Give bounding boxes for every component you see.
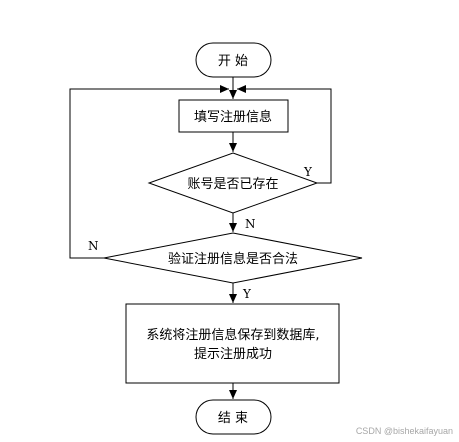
save-label-line1: 系统将注册信息保存到数据库,	[146, 327, 319, 343]
save-box	[125, 303, 340, 384]
end-label: 结 束	[218, 411, 248, 426]
exists-no-label: N	[245, 217, 256, 231]
validate-yes-label: Y	[242, 287, 252, 301]
exists-label: 账号是否已存在	[187, 177, 278, 192]
save-label-line2: 提示注册成功	[194, 346, 272, 362]
validate-no-label: N	[88, 239, 99, 253]
end-terminator	[195, 399, 272, 435]
exists-yes-label: Y	[303, 165, 313, 179]
validate-label: 验证注册信息是否合法	[168, 251, 298, 267]
watermark: CSDN @bishekaifayuan	[355, 426, 453, 436]
fill-info-label: 填写注册信息	[194, 109, 272, 125]
start-label: 开 始	[218, 54, 248, 69]
edge-validate-no-loop	[69, 85, 229, 259]
edge-exists-yes-loop	[237, 85, 332, 184]
